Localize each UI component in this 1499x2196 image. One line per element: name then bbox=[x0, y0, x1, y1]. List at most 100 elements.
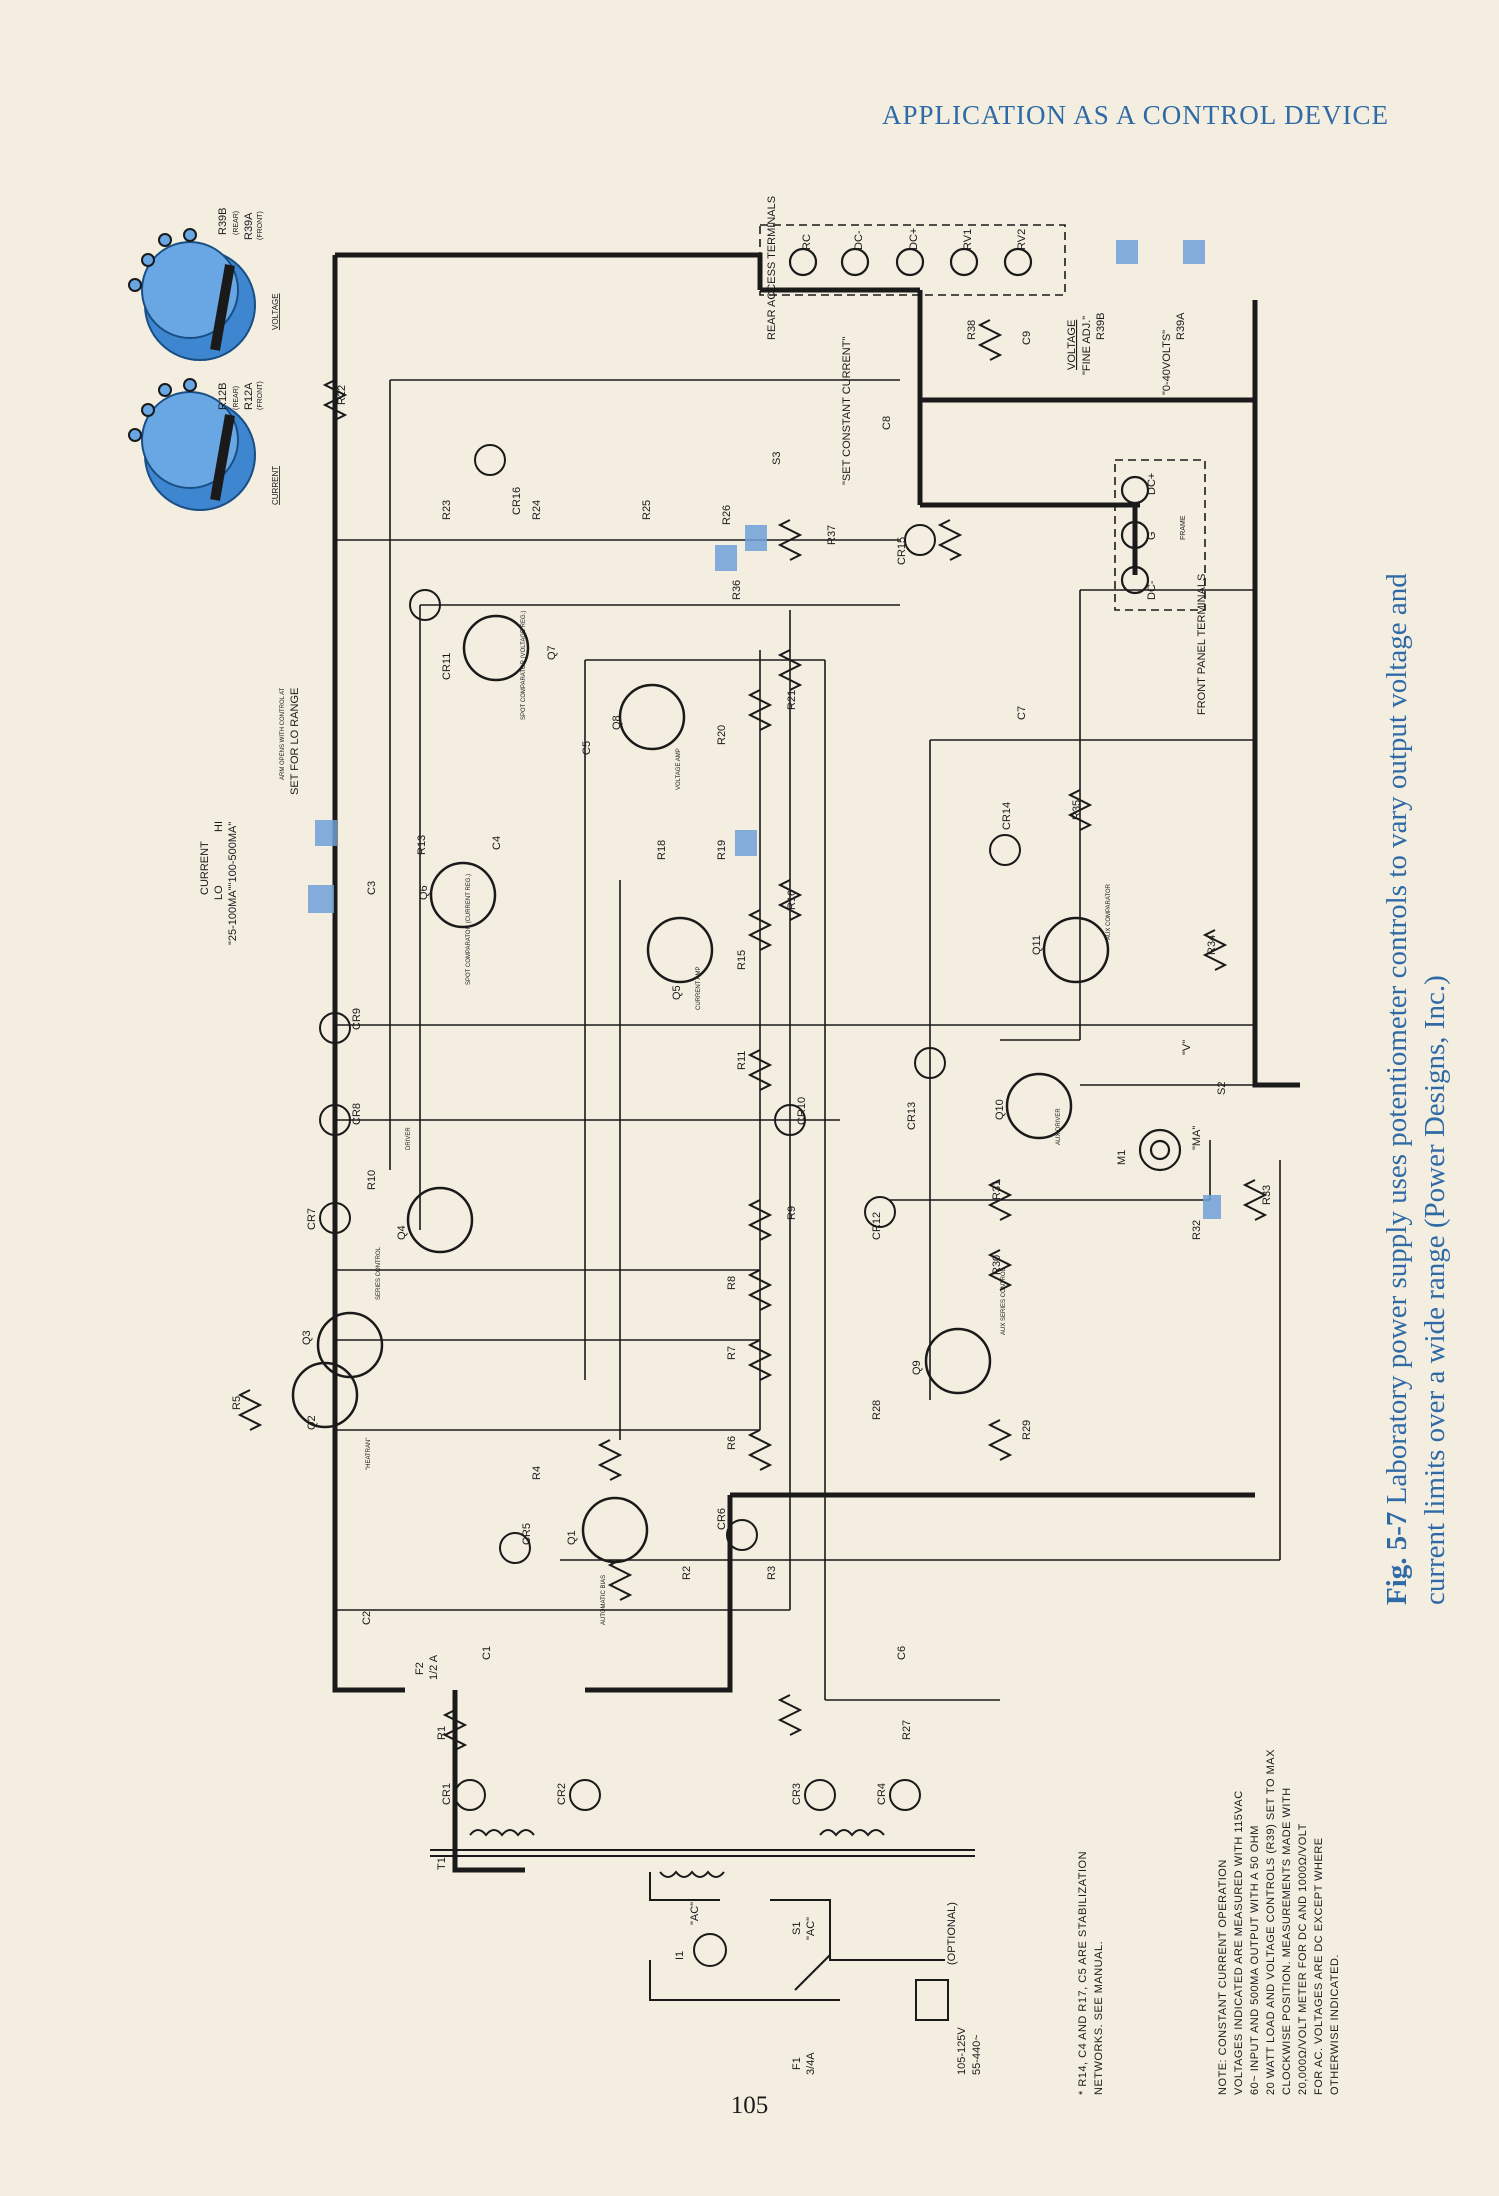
r35-label: R35 bbox=[1071, 800, 1083, 820]
figure-caption: Fig. 5-7 Laboratory power supply uses po… bbox=[1378, 525, 1454, 1605]
voltage-fine: "FINE ADJ." bbox=[1081, 316, 1093, 375]
r22-label: R22 bbox=[336, 385, 348, 405]
cr4-label: CR4 bbox=[876, 1783, 888, 1805]
notes-line: VOLTAGES INDICATED ARE MEASURED WITH 115… bbox=[1233, 1790, 1245, 2095]
lamp-i1: I1 bbox=[674, 1951, 686, 1960]
optional-label: (OPTIONAL) bbox=[946, 1902, 958, 1965]
r29-label: R29 bbox=[1021, 1420, 1033, 1440]
input-voltage1: 105-125V bbox=[956, 2027, 968, 2075]
knob-voltage-title: VOLTAGE bbox=[271, 293, 280, 330]
cr1-label: CR1 bbox=[441, 1783, 453, 1805]
footnote-line: * R14, C4 AND R17, C5 ARE STABILIZATION bbox=[1077, 1850, 1089, 2095]
q10-label: Q10 bbox=[994, 1099, 1006, 1120]
current-switch-note2: ARM OPENS WITH CONTROL AT bbox=[280, 687, 286, 780]
knob-current-title: CURRENT bbox=[271, 466, 280, 505]
q6-role: SPOT COMPARATOR (CURRENT REG.) bbox=[466, 874, 472, 985]
r30-label: R30 bbox=[991, 1255, 1003, 1275]
q4-role: DRIVER bbox=[406, 1127, 412, 1150]
c9-label: C9 bbox=[1021, 331, 1033, 345]
q8-role: VOLTAGE AMP bbox=[676, 748, 682, 790]
q6-label: Q6 bbox=[418, 885, 430, 900]
pot-highlights bbox=[308, 240, 1221, 1219]
switch-s1: S1 bbox=[791, 1922, 803, 1935]
page-number: 105 bbox=[730, 2092, 769, 2119]
c2-label: C2 bbox=[361, 1611, 373, 1625]
meter-ref: M1 bbox=[1116, 1150, 1128, 1165]
stabilization-footnote: * R14, C4 AND R17, C5 ARE STABILIZATION … bbox=[1075, 1851, 1107, 2095]
fuse-f1-rating: 3/4A bbox=[805, 2052, 817, 2075]
voltage-coarse: "0-40VOLTS" bbox=[1161, 330, 1173, 395]
c3-label: C3 bbox=[366, 881, 378, 895]
q3-label: Q3 bbox=[301, 1330, 313, 1345]
notes-line: FOR AC. VOLTAGES ARE DC EXCEPT WHERE bbox=[1313, 1837, 1325, 2095]
rear-term-rv2: RV2 bbox=[1016, 229, 1028, 250]
voltage-coarse-ref: R39A bbox=[1175, 312, 1187, 340]
r31-label: R31 bbox=[991, 1180, 1003, 1200]
q3-role: SERIES CONTROL bbox=[376, 1246, 382, 1300]
meter-ma: "MA" bbox=[1191, 1126, 1203, 1150]
meter-switch: S2 bbox=[1216, 1082, 1228, 1095]
cr9-label: CR9 bbox=[351, 1008, 363, 1030]
switch-label: "AC" bbox=[805, 1917, 817, 1940]
voltage-knob[interactable] bbox=[128, 228, 256, 361]
c5-label: C5 bbox=[581, 741, 593, 755]
notes-line: CLOCKWISE POSITION. MEASUREMENTS MADE WI… bbox=[1281, 1787, 1293, 2095]
r7-label: R7 bbox=[726, 1346, 738, 1360]
cr16-label: CR16 bbox=[511, 487, 523, 515]
q9-label: Q9 bbox=[911, 1360, 923, 1375]
r36-label: R36 bbox=[731, 580, 743, 600]
knob-voltage-front: R39A bbox=[243, 212, 255, 240]
r23-label: R23 bbox=[441, 500, 453, 520]
c7-label: C7 bbox=[1016, 706, 1028, 720]
cr2-label: CR2 bbox=[556, 1783, 568, 1805]
cr15-label: CR15 bbox=[896, 537, 908, 565]
q9-role: AUX SERIES CONTROL bbox=[1001, 1267, 1007, 1335]
current-switch-hi: HI bbox=[213, 821, 225, 832]
r2-label: R2 bbox=[681, 1566, 693, 1580]
current-switch-lo: LO bbox=[213, 885, 225, 900]
r10-label: R10 bbox=[366, 1170, 378, 1190]
front-term-dcm: DC- bbox=[1146, 580, 1158, 600]
q7-role: SPOT COMPARATOR (VOLTAGE REG.) bbox=[521, 611, 527, 720]
knob-voltage-rear: R39B bbox=[217, 207, 229, 235]
cr3-label: CR3 bbox=[791, 1783, 803, 1805]
r33-label: R33 bbox=[1261, 1185, 1273, 1205]
notes-line: OTHERWISE INDICATED. bbox=[1329, 1954, 1341, 2095]
fuse-f1: F1 bbox=[791, 2057, 803, 2070]
q1-role: AUTOMATIC BIAS bbox=[601, 1575, 607, 1625]
current-switch-ranges: "25-100MA""100-500MA" bbox=[227, 822, 239, 945]
front-term-dcp: DC+ bbox=[1146, 473, 1158, 495]
knob-current-front-sub: (FRONT) bbox=[257, 381, 264, 410]
r16-label: R16 bbox=[786, 890, 798, 910]
component-labels: R12B (REAR) R12A (FRONT) CURRENT R39B (R… bbox=[199, 196, 1273, 2075]
r28-label: R28 bbox=[871, 1400, 883, 1420]
r15-label: R15 bbox=[736, 950, 748, 970]
current-knob[interactable] bbox=[128, 378, 256, 511]
figure-number: Fig. 5-7 bbox=[1381, 1511, 1413, 1605]
r3-label: R3 bbox=[766, 1566, 778, 1580]
rear-term-dcp: DC+ bbox=[908, 228, 920, 250]
rear-terminals-label: REAR ACCESS TERMINALS bbox=[766, 196, 778, 340]
front-terminals-label: FRONT PANEL TERMINALS bbox=[1196, 574, 1208, 715]
r21-label: R21 bbox=[786, 690, 798, 710]
lamp-label: "AC" bbox=[689, 1902, 701, 1925]
r37-label: R37 bbox=[826, 525, 838, 545]
r32-label: R32 bbox=[1191, 1220, 1203, 1240]
r11-label: R11 bbox=[736, 1051, 748, 1070]
r6-label: R6 bbox=[726, 1436, 738, 1450]
s3-label: "SET CONSTANT CURRENT" bbox=[841, 337, 853, 485]
c1-label: C1 bbox=[481, 1646, 493, 1660]
r20-label: R20 bbox=[716, 725, 728, 745]
q2-label: Q2 bbox=[306, 1415, 318, 1430]
rear-term-rv1: RV1 bbox=[962, 229, 974, 250]
knob-current-rear: R12B bbox=[217, 382, 229, 410]
cr14-label: CR14 bbox=[1001, 802, 1013, 830]
notes-line: 20,000Ω/VOLT METER FOR DC AND 1000Ω/VOLT bbox=[1297, 1823, 1309, 2095]
footnote-line: NETWORKS. SEE MANUAL. bbox=[1093, 1940, 1105, 2095]
notes-title: NOTE: CONSTANT CURRENT OPERATION bbox=[1217, 1859, 1229, 2095]
r18-label: R18 bbox=[656, 840, 668, 860]
transformer-t1: T1 bbox=[436, 1857, 448, 1870]
cr13-label: CR13 bbox=[906, 1102, 918, 1130]
q10-role: AUX DRIVER bbox=[1056, 1108, 1062, 1145]
s3-ref: S3 bbox=[771, 452, 783, 465]
